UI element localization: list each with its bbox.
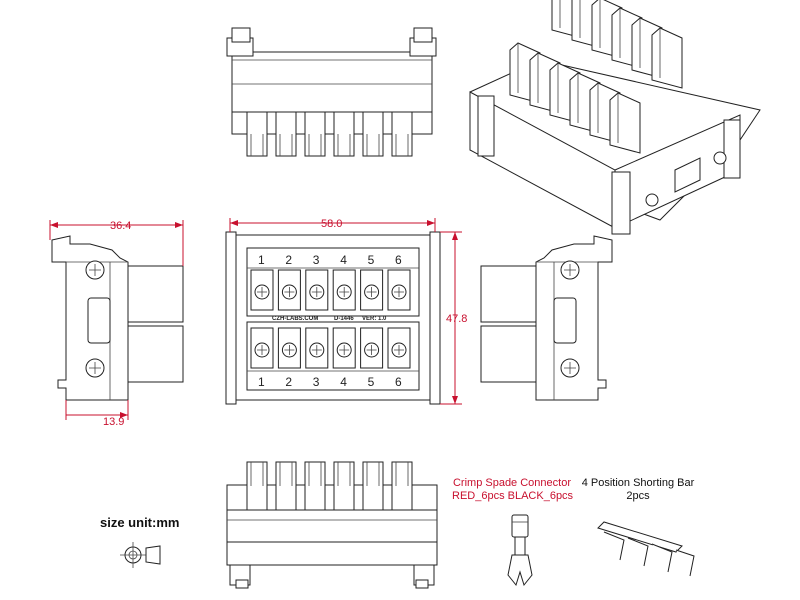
front-top-terminal — [250, 269, 274, 311]
terminal-number: 3 — [313, 375, 320, 389]
terminal-number: 5 — [368, 375, 375, 389]
front-bottom-terminal — [360, 327, 384, 369]
top-view-pin — [246, 111, 268, 157]
side-base-dimension-label: 13.9 — [103, 416, 124, 428]
left-side-view: 36.4 13.9 — [49, 220, 184, 428]
width-dimension-label: 58.0 — [321, 218, 342, 230]
top-view-terminals — [246, 111, 413, 157]
terminal-number: 1 — [258, 375, 265, 389]
board-version: VER: 1.0 — [362, 316, 387, 322]
front-bottom-terminal — [305, 327, 329, 369]
bottom-view-pin — [275, 461, 297, 511]
size-unit-label: size unit:mm — [100, 515, 180, 530]
shorting-bar-title: 4 Position Shorting Bar — [581, 477, 695, 489]
front-bottom-terminal — [387, 327, 411, 369]
board-brand: CZH-LABS.COM — [272, 316, 318, 322]
front-top-terminal — [305, 269, 329, 311]
right-side-view — [480, 235, 613, 401]
front-bottom-terminal — [277, 327, 301, 369]
terminal-number: 2 — [285, 375, 292, 389]
isometric-terminal — [651, 27, 683, 89]
terminal-number: 1 — [258, 253, 265, 267]
front-bottom-number-row: 1 2 3 4 5 6 — [258, 375, 402, 389]
terminal-number: 5 — [368, 253, 375, 267]
front-bottom-terminal — [332, 327, 356, 369]
side-depth-dimension-label: 36.4 — [110, 220, 131, 232]
bottom-view-pin — [333, 461, 355, 511]
bottom-view-terminals — [246, 461, 413, 511]
front-top-terminal-row — [250, 269, 411, 311]
isometric-terminal — [609, 92, 641, 154]
top-view — [226, 27, 437, 157]
shorting-bar-drawing — [597, 521, 695, 577]
top-view-pin — [275, 111, 297, 157]
front-top-number-row: 1 2 3 4 5 6 — [258, 253, 402, 267]
front-top-terminal — [332, 269, 356, 311]
height-dimension-label: 47.8 — [446, 313, 467, 325]
bottom-view-pin — [246, 461, 268, 511]
board-model: D-1446 — [334, 316, 354, 322]
front-top-terminal — [360, 269, 384, 311]
front-top-terminal — [277, 269, 301, 311]
top-view-pin — [333, 111, 355, 157]
terminal-number: 6 — [395, 375, 402, 389]
bottom-view — [226, 461, 438, 589]
crimp-connector-title: Crimp Spade Connector — [452, 477, 571, 489]
top-view-pin — [362, 111, 384, 157]
isometric-view — [469, 0, 761, 235]
front-bottom-terminal — [250, 327, 274, 369]
top-view-pin — [304, 111, 326, 157]
crimp-spade-connector-drawing — [507, 514, 533, 587]
bottom-view-pin — [362, 461, 384, 511]
top-view-pin — [391, 111, 413, 157]
front-top-terminal — [387, 269, 411, 311]
screw-unit-symbol — [120, 542, 161, 568]
bottom-view-pin — [391, 461, 413, 511]
shorting-bar-detail: 2pcs — [626, 490, 650, 502]
terminal-number: 4 — [340, 375, 347, 389]
front-view: 1 2 3 4 5 6 1 2 3 4 5 6 CZH-LABS.COM D-1446 VER: 1… — [225, 218, 467, 405]
front-bottom-terminal-row — [250, 327, 411, 369]
bottom-view-pin — [304, 461, 326, 511]
terminal-number: 3 — [313, 253, 320, 267]
isometric-terminal-blocks — [509, 0, 683, 154]
terminal-number: 4 — [340, 253, 347, 267]
crimp-connector-detail: RED_6pcs BLACK_6pcs — [452, 490, 574, 502]
terminal-number: 2 — [285, 253, 292, 267]
terminal-number: 6 — [395, 253, 402, 267]
